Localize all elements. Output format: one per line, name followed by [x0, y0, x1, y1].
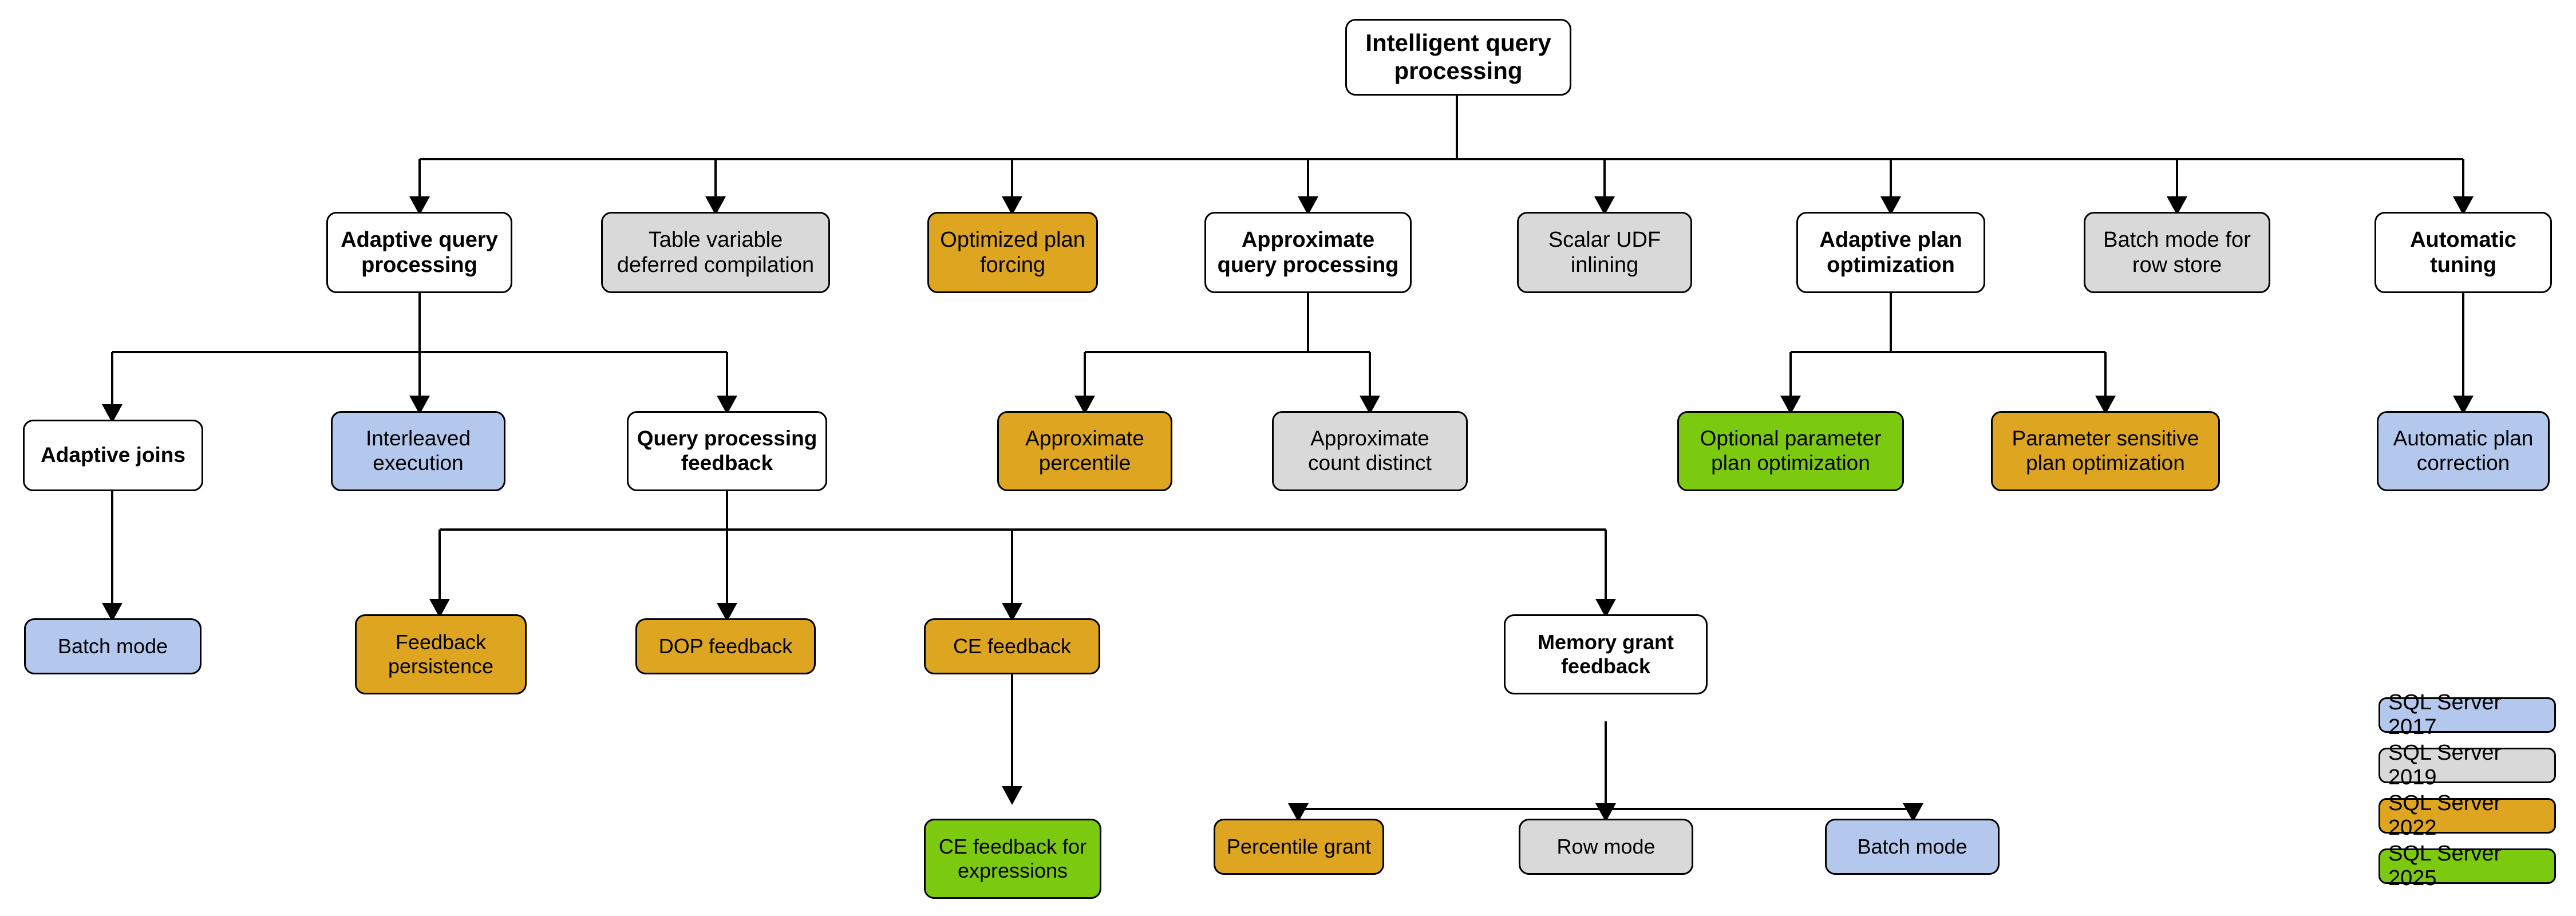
node-batch-mode-label: Batch mode: [57, 634, 168, 658]
node-row-mode[interactable]: Row mode: [1519, 819, 1693, 875]
node-scalar-udf-inlining[interactable]: Scalar UDF inlining: [1517, 212, 1692, 293]
node-row-mode-label: Row mode: [1556, 835, 1656, 859]
legend-item-sql-server-2019-label: SQL Server 2019: [2388, 741, 2502, 789]
node-batch-mode-for-row-store[interactable]: Batch mode for row store: [2084, 212, 2270, 293]
node-optional-parameter-plan-optimization-label: Optional parameter plan optimization: [1700, 427, 1882, 475]
legend-item-sql-server-2022[interactable]: SQL Server 2022: [2379, 791, 2556, 840]
legend-item-sql-server-2022-label: SQL Server 2022: [2388, 791, 2502, 840]
node-ce-feedback-for-expressions-label: CE feedback for expressions: [938, 835, 1087, 882]
node-batch-mode-grant-label: Batch mode: [1857, 835, 1967, 859]
node-table-variable-deferred-compilation[interactable]: Table variable deferred compilation: [601, 212, 830, 293]
node-ce-feedback[interactable]: CE feedback: [924, 618, 1100, 674]
node-feedback-persistence[interactable]: Feedback persistence: [355, 614, 527, 694]
node-batch-mode-for-row-store-label: Batch mode for row store: [2103, 227, 2251, 277]
legend-item-sql-server-2025[interactable]: SQL Server 2025: [2379, 842, 2556, 890]
node-approximate-query-processing-label: Approximate query processing: [1217, 227, 1399, 277]
node-feedback-persistence-label: Feedback persistence: [388, 630, 494, 678]
node-dop-feedback[interactable]: DOP feedback: [635, 618, 816, 674]
node-optimized-plan-forcing[interactable]: Optimized plan forcing: [927, 212, 1098, 293]
node-adaptive-query-processing[interactable]: Adaptive query processing: [326, 212, 512, 293]
node-interleaved-execution-label: Interleaved execution: [365, 427, 471, 475]
node-query-processing-feedback[interactable]: Query processing feedback: [627, 411, 827, 491]
node-percentile-grant-label: Percentile grant: [1226, 835, 1372, 859]
node-optimized-plan-forcing-label: Optimized plan forcing: [940, 227, 1085, 277]
node-dop-feedback-label: DOP feedback: [658, 634, 793, 658]
node-root-label: Intelligent query processing: [1365, 29, 1551, 84]
node-approximate-count-distinct[interactable]: Approximate count distinct: [1272, 411, 1468, 491]
node-table-variable-deferred-compilation-label: Table variable deferred compilation: [617, 227, 815, 277]
node-adaptive-joins[interactable]: Adaptive joins: [23, 420, 203, 491]
node-approximate-query-processing[interactable]: Approximate query processing: [1204, 212, 1412, 293]
legend-item-sql-server-2019[interactable]: SQL Server 2019: [2379, 741, 2556, 789]
node-approximate-percentile[interactable]: Approximate percentile: [997, 411, 1172, 491]
node-optional-parameter-plan-optimization[interactable]: Optional parameter plan optimization: [1677, 411, 1904, 491]
node-batch-mode[interactable]: Batch mode: [24, 618, 202, 674]
node-scalar-udf-inlining-label: Scalar UDF inlining: [1548, 227, 1661, 277]
node-parameter-sensitive-plan-optimization-label: Parameter sensitive plan optimization: [2012, 427, 2199, 475]
node-automatic-tuning-label: Automatic tuning: [2410, 227, 2516, 277]
node-memory-grant-feedback[interactable]: Memory grant feedback: [1504, 614, 1708, 694]
node-interleaved-execution[interactable]: Interleaved execution: [331, 411, 505, 491]
node-root[interactable]: Intelligent query processing: [1345, 19, 1571, 96]
node-automatic-plan-correction[interactable]: Automatic plan correction: [2377, 411, 2550, 491]
node-automatic-plan-correction-label: Automatic plan correction: [2393, 427, 2534, 475]
node-adaptive-query-processing-label: Adaptive query processing: [341, 227, 498, 277]
legend-item-sql-server-2017[interactable]: SQL Server 2017: [2379, 690, 2556, 739]
node-ce-feedback-for-expressions[interactable]: CE feedback for expressions: [924, 819, 1101, 899]
node-ce-feedback-label: CE feedback: [953, 634, 1072, 658]
node-automatic-tuning[interactable]: Automatic tuning: [2374, 212, 2552, 293]
node-adaptive-joins-label: Adaptive joins: [41, 443, 185, 467]
node-batch-mode-grant[interactable]: Batch mode: [1825, 819, 2000, 875]
node-query-processing-feedback-label: Query processing feedback: [637, 427, 817, 475]
node-approximate-count-distinct-label: Approximate count distinct: [1308, 427, 1432, 475]
node-adaptive-plan-optimization[interactable]: Adaptive plan optimization: [1796, 212, 1985, 293]
legend-item-sql-server-2025-label: SQL Server 2025: [2388, 842, 2502, 890]
node-adaptive-plan-optimization-label: Adaptive plan optimization: [1819, 227, 1962, 277]
node-percentile-grant[interactable]: Percentile grant: [1214, 819, 1384, 875]
legend-item-sql-server-2017-label: SQL Server 2017: [2388, 690, 2502, 739]
node-parameter-sensitive-plan-optimization[interactable]: Parameter sensitive plan optimization: [1991, 411, 2220, 491]
node-approximate-percentile-label: Approximate percentile: [1025, 427, 1144, 475]
node-memory-grant-feedback-label: Memory grant feedback: [1537, 630, 1674, 678]
